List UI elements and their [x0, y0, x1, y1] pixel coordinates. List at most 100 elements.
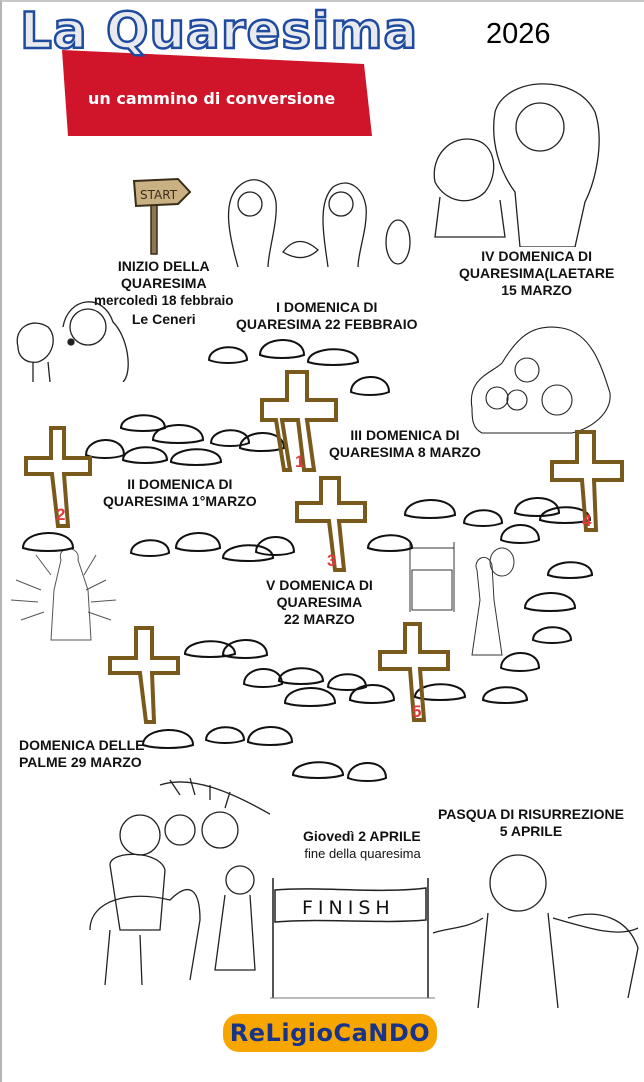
milestone-line: III DOMENICA DI	[350, 427, 460, 443]
milestone-line: V DOMENICA DI	[266, 577, 373, 593]
temptation-illustration-icon	[227, 179, 411, 268]
logo-text: ReLigioCaNDO	[229, 1019, 431, 1047]
stepping-stone	[366, 534, 414, 552]
risen-lazarus-illustration-icon	[10, 548, 117, 641]
stepping-stone	[209, 429, 251, 447]
milestone-palm-sunday: DOMENICA DELLE PALME 29 MARZO	[19, 737, 144, 771]
milestone-sunday-1: I DOMENICA DI QUARESIMA 22 FEBBRAIO	[236, 299, 418, 333]
stepping-stone	[346, 762, 388, 782]
milestone-line: QUARESIMA(LAETARE	[459, 265, 615, 281]
stepping-stone	[531, 626, 573, 644]
cross-1-number: 1	[295, 452, 304, 471]
cross-3-number: 3	[327, 551, 336, 570]
stepping-stone	[499, 524, 541, 544]
milestone-line: 5 APRILE	[499, 823, 563, 839]
stepping-stone	[291, 761, 345, 779]
stepping-stone	[306, 348, 360, 366]
red-banner-shape	[62, 50, 372, 136]
milestone-holy-thursday: Giovedì 2 APRILE fine della quaresima	[303, 828, 421, 862]
stepping-stone	[258, 339, 306, 359]
stepping-stone	[523, 592, 577, 612]
cross-1-icon: 1	[260, 370, 338, 472]
stepping-stone	[481, 686, 529, 704]
stepping-stone	[174, 532, 222, 552]
milestone-line: 22 MARZO	[284, 611, 355, 627]
stepping-stone	[546, 561, 594, 579]
milestone-line: PASQUA DI RISURREZIONE	[438, 806, 624, 822]
religiocando-logo: ReLigioCaNDO	[223, 1012, 437, 1054]
milestone-sunday-4: IV DOMENICA DI QUARESIMA(LAETARE 15 MARZ…	[459, 248, 614, 299]
prodigal-son-illustration-icon	[433, 83, 600, 247]
stepping-stone	[254, 536, 296, 556]
stepping-stone	[326, 673, 368, 691]
transfiguration-illustration-icon	[470, 326, 611, 434]
ash-wednesday-illustration-icon	[16, 301, 129, 382]
stepping-stone	[538, 506, 592, 524]
milestone-line: QUARESIMA	[276, 594, 363, 610]
stepping-stone	[238, 432, 286, 452]
cross-2-number: 2	[56, 505, 65, 524]
milestone-line: II DOMENICA DI	[127, 476, 233, 492]
stepping-stone	[499, 652, 541, 672]
milestone-sunday-3: III DOMENICA DI QUARESIMA 8 MARZO	[329, 427, 481, 461]
logo-background	[223, 1014, 437, 1052]
stepping-stone	[207, 346, 249, 364]
milestone-sunday-5: V DOMENICA DI QUARESIMA 22 MARZO	[266, 577, 373, 628]
stepping-stone	[129, 539, 171, 557]
milestone-line: QUARESIMA 1°MARZO	[103, 493, 257, 509]
milestone-easter: PASQUA DI RISURREZIONE 5 APRILE	[438, 806, 624, 840]
stepping-stone	[151, 424, 205, 444]
cross-3-icon: 3	[295, 476, 367, 572]
stepping-stone	[21, 532, 75, 552]
milestone-line: QUARESIMA 22 FEBBRAIO	[236, 316, 418, 332]
samaritan-woman-illustration-icon	[409, 542, 515, 656]
stepping-stone	[221, 639, 269, 659]
cross-5-icon: 5	[378, 622, 450, 722]
stepping-stone	[183, 640, 237, 658]
stepping-stone	[121, 446, 169, 464]
stepping-stone	[462, 509, 504, 527]
stepping-stone	[169, 448, 223, 466]
cross-2-icon: 2	[24, 426, 92, 528]
milestone-ash-wednesday: INIZIO DELLA QUARESIMA mercoledì 18 febb…	[94, 258, 234, 328]
finish-banner-text: FINISH	[302, 897, 395, 919]
milestone-line: INIZIO DELLA	[117, 258, 210, 274]
milestone-line: DOMENICA DELLE	[19, 737, 145, 753]
milestone-sunday-2: II DOMENICA DI QUARESIMA 1°MARZO	[103, 476, 257, 510]
stepping-stone	[349, 376, 391, 396]
cross-4-number: 4	[582, 511, 592, 530]
milestone-line: QUARESIMA 8 MARZO	[329, 444, 481, 460]
stepping-stone	[141, 729, 195, 749]
stepping-stone	[246, 726, 294, 746]
page-title: La Quaresima	[19, 1, 419, 62]
milestone-line: 15 MARZO	[501, 282, 573, 298]
stepping-stone	[513, 497, 561, 517]
page-subtitle: un cammino di conversione	[88, 89, 336, 108]
start-sign-text: START	[140, 188, 178, 202]
title-banner	[62, 50, 372, 136]
stepping-stone	[221, 544, 275, 562]
cross-5-number: 5	[412, 702, 421, 721]
stepping-stone	[283, 687, 337, 707]
stepping-stone	[403, 499, 457, 519]
risen-jesus-illustration-icon	[432, 854, 639, 1008]
milestone-line: PALME 29 MARZO	[19, 754, 142, 770]
cross-palm-sunday-icon	[108, 626, 180, 724]
milestone-line: Le Ceneri	[131, 311, 196, 327]
stepping-stone	[413, 683, 467, 701]
milestone-line: I DOMENICA DI	[276, 299, 378, 315]
finish-line-banner: FINISH	[270, 878, 435, 999]
milestone-line: QUARESIMA	[121, 275, 207, 291]
milestone-line: Giovedì 2 APRILE	[303, 828, 421, 844]
milestone-line: fine della quaresima	[304, 846, 421, 861]
stepping-stone	[204, 726, 246, 744]
palm-sunday-illustration-icon	[89, 777, 270, 986]
year-label: 2026	[486, 18, 551, 50]
stepping-stone	[242, 668, 284, 688]
start-signpost-icon: START	[132, 177, 192, 255]
cross-4-icon: 4	[550, 430, 624, 532]
stepping-stone	[277, 667, 325, 685]
